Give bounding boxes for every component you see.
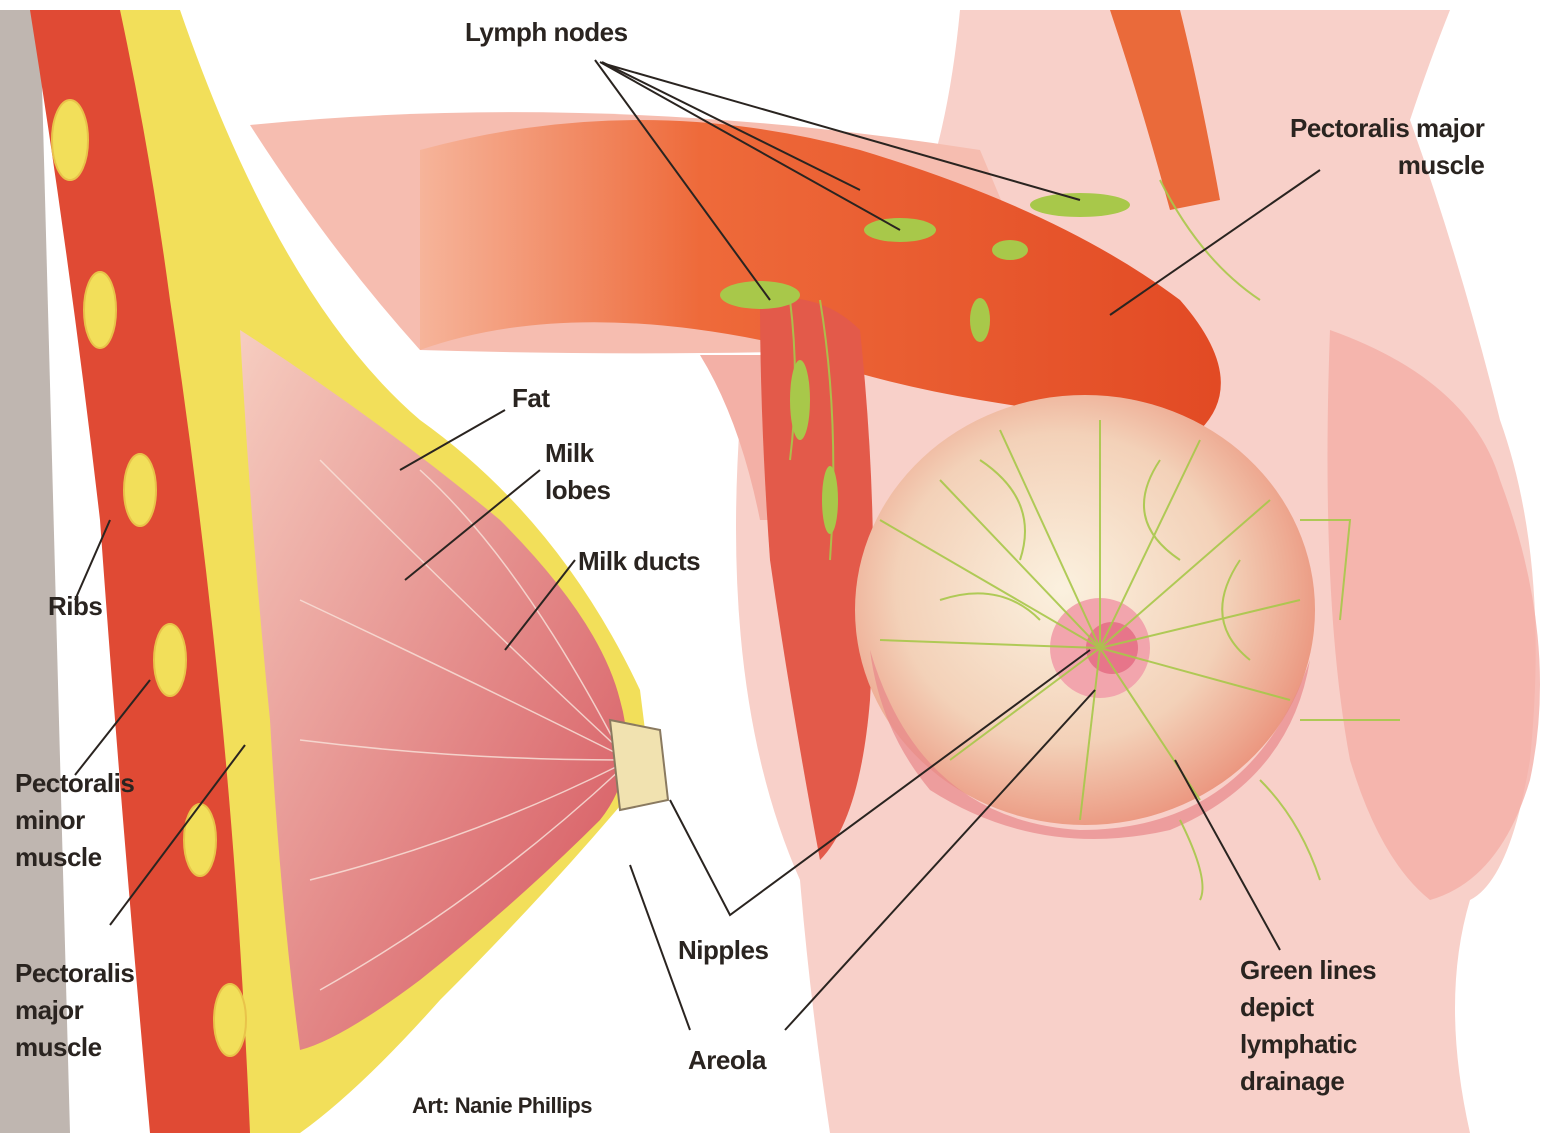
nipple-section-shape [610,720,668,810]
label-ribs: Ribs [48,588,102,625]
label-areola: Areola [688,1042,766,1079]
label-milk-ducts: Milk ducts [578,543,700,580]
label-nipples: Nipples [678,932,768,969]
label-fat: Fat [512,380,550,417]
artist-credit: Art: Nanie Phillips [412,1087,592,1124]
label-milk-lobes: Milk lobes [545,435,610,509]
label-lymph-nodes: Lymph nodes [465,14,628,51]
label-green-lines-lymphatic-drainage: Green lines depict lymphatic drainage [1240,952,1376,1100]
label-pectoralis-minor-muscle: Pectoralis minor muscle [15,765,134,876]
label-pectoralis-major-muscle-left: Pectoralis major muscle [15,955,134,1066]
label-pectoralis-major-muscle-right: Pectoralis major muscle [1290,110,1484,184]
